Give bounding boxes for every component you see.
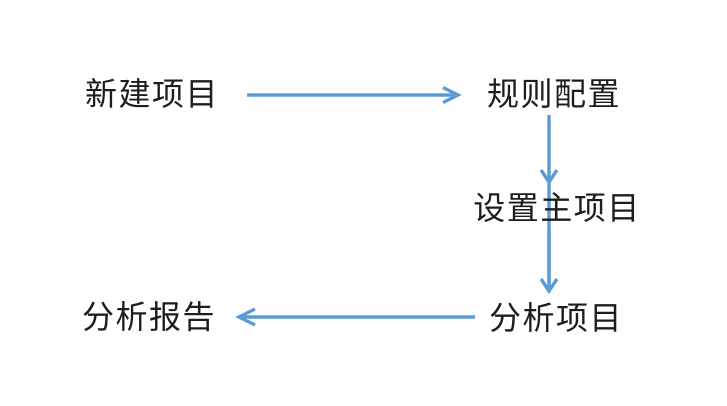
arrow-new-project-to-rule-config bbox=[247, 85, 462, 105]
arrow-set-main-project-to-analyze-project bbox=[539, 228, 559, 295]
flow-node-analysis-report: 分析报告 bbox=[81, 299, 216, 335]
flow-node-analyze-project: 分析项目 bbox=[488, 300, 623, 336]
flow-node-new-project: 新建项目 bbox=[84, 76, 219, 112]
arrow-analyze-project-to-analysis-report bbox=[235, 307, 475, 327]
flow-node-set-main-project: 设置主项目 bbox=[473, 190, 641, 226]
flow-node-rule-config: 规则配置 bbox=[486, 76, 621, 112]
